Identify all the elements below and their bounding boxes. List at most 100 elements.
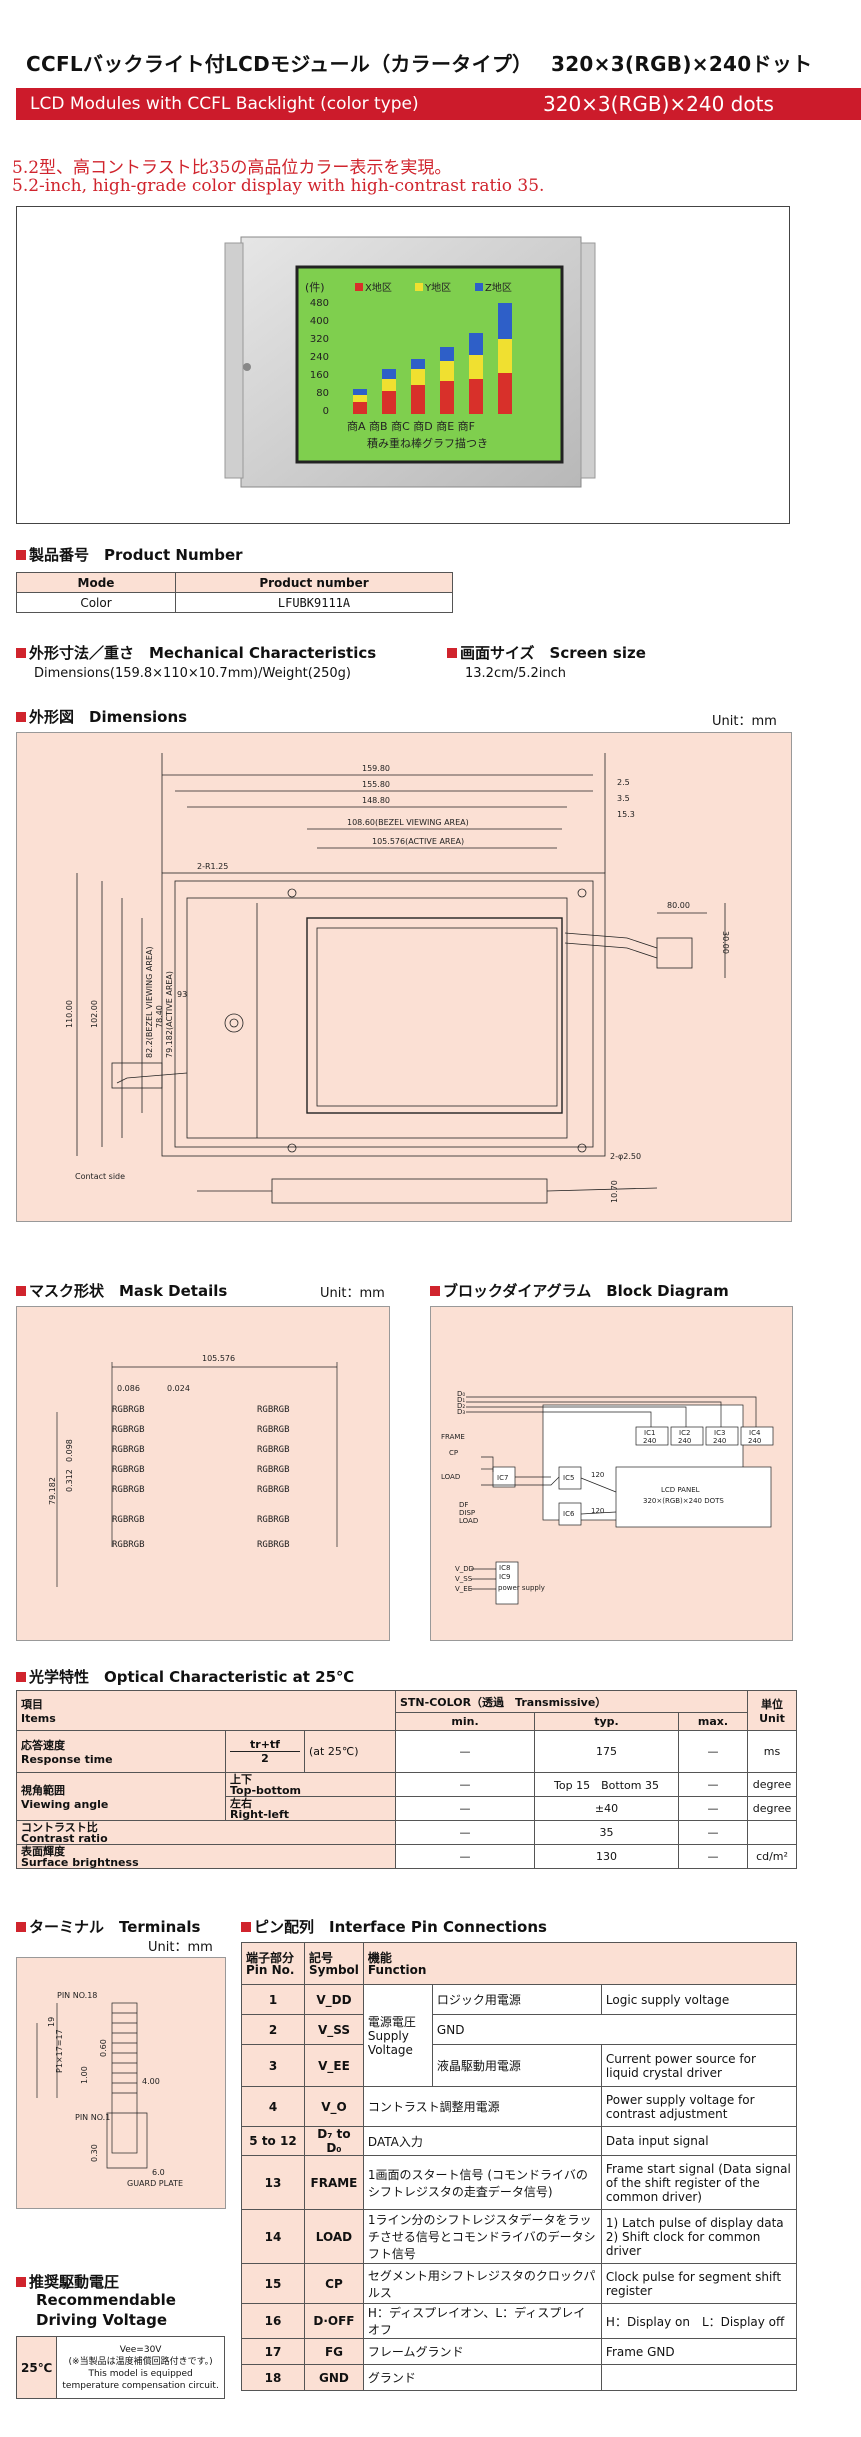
pin-no: 13 xyxy=(241,2155,305,2210)
opt-cr-min: — xyxy=(395,1820,535,1845)
term-p1: P1×17=17 xyxy=(55,2029,64,2073)
opt-resp-en: Response time xyxy=(21,1753,113,1766)
photo-caption: 積み重ね棒グラフ描つき xyxy=(367,436,488,450)
pin-sym: CP xyxy=(304,2263,364,2304)
mask-cell: RGBRGB xyxy=(257,1485,290,1495)
pin-jp: グランド xyxy=(362,2364,602,2391)
term-19: 19 xyxy=(47,2017,56,2027)
opt-max: max. xyxy=(678,1712,748,1731)
pin-supply-en1: Supply xyxy=(367,2028,409,2043)
opt-resp-max: — xyxy=(678,1730,748,1773)
mask-cell: RGBRGB xyxy=(112,1465,145,1475)
pn-col-number: Product number xyxy=(175,572,453,593)
opt-resp-min: — xyxy=(395,1730,535,1773)
opt-lr-min: — xyxy=(395,1796,535,1821)
mask-cell: RGBRGB xyxy=(257,1405,290,1415)
pin-no: 15 xyxy=(241,2263,305,2304)
mask-v1: 0.098 xyxy=(65,1439,74,1462)
pin-no: 18 xyxy=(241,2364,305,2391)
bd-load: LOAD xyxy=(441,1473,460,1481)
bd-panel: LCD PANEL xyxy=(661,1486,700,1494)
en-spec: 320×3(RGB)×240 dots xyxy=(543,92,774,116)
pn-mode: Color xyxy=(16,592,176,613)
pin-sym: LOAD xyxy=(304,2209,364,2264)
bd-ic8: IC8 xyxy=(499,1564,510,1572)
bd-240: 240 xyxy=(678,1437,691,1445)
pin-no: 2 xyxy=(241,2014,305,2045)
ytick: 480 xyxy=(310,298,329,309)
bd-vee: V_EE xyxy=(455,1585,472,1593)
block-drawing-panel: D₀ D₁ D₂ D₃ FRAME CP LOAD DF DISP LOAD I… xyxy=(430,1306,793,1641)
dim-d12: 102.00 xyxy=(90,1000,99,1028)
bd-ic1: IC1 xyxy=(644,1429,655,1437)
opt-typ: typ. xyxy=(534,1712,679,1731)
tagline-en: 5.2-inch, high-grade color display with … xyxy=(12,176,545,196)
pin-sym: FG xyxy=(304,2338,364,2365)
dim-d4: 108.60(BEZEL VIEWING AREA) xyxy=(347,818,469,827)
pin-jp: 1画面のスタート信号 (コモンドライバのシフトレジスタの走査データ信号) xyxy=(362,2155,602,2210)
pin-jp: コントラスト調整用電源 xyxy=(362,2086,602,2127)
bd-ic6: IC6 xyxy=(563,1510,575,1518)
tagline-jp: 5.2型、高コントラスト比35の高品位カラー表示を実現。 xyxy=(12,158,452,178)
mask-unit: Unit：mm xyxy=(320,1286,385,1301)
dim-d13: 82.2(BEZEL VIEWING AREA) xyxy=(145,946,154,1058)
pin-en: 1) Latch pulse of display data 2) Shift … xyxy=(600,2209,798,2264)
pn-number: LFUBK9111A xyxy=(175,592,453,613)
dim-d10: 30.00 xyxy=(721,931,730,954)
drive-temp: 25℃ xyxy=(15,2336,58,2399)
bd-vdd: V_DD xyxy=(455,1565,474,1573)
opt-tb-typ: Top 15 Bottom 35 xyxy=(534,1772,679,1797)
opt-cr-typ: 35 xyxy=(534,1820,679,1845)
drive-v: Vee=30V xyxy=(119,2344,162,2355)
pin-no: 16 xyxy=(241,2303,305,2339)
pin-sym: GND xyxy=(304,2364,364,2391)
opt-tb-en: Top-bottom xyxy=(230,1783,302,1797)
ytick: 240 xyxy=(310,352,329,363)
dimensions-heading: 外形図 Dimensions xyxy=(16,706,187,727)
pin-en: Frame start signal (Data signal of the s… xyxy=(600,2155,798,2210)
mask-w: 105.576 xyxy=(202,1354,235,1363)
opt-cr-unit xyxy=(747,1820,797,1845)
pin-en xyxy=(600,2364,798,2391)
mask-cell: RGBRGB xyxy=(112,1485,145,1495)
opt-resp-formula-bot: 2 xyxy=(261,1752,269,1765)
mechanical-heading: 外形寸法／重さ Mechanical Characteristics xyxy=(16,642,376,663)
jp-title-text: CCFLバックライト付LCDモジュール（カラータイプ） xyxy=(26,52,533,76)
dim-d8: 15.3 xyxy=(617,810,635,819)
bd-ic7: IC7 xyxy=(497,1474,508,1482)
dim-r: 2-R1.25 xyxy=(197,862,228,871)
opt-sb-min: — xyxy=(395,1844,535,1869)
bd-d3: D₃ xyxy=(457,1408,465,1416)
terminals-drawing-panel: PIN NO.18 PIN NO.1 P1×17=17 19 0.60 1.00… xyxy=(16,1957,226,2209)
block-heading: ブロックダイアグラム Block Diagram xyxy=(430,1280,729,1301)
pin-jp: 液晶駆動用電源 xyxy=(431,2044,602,2087)
bullet-icon xyxy=(16,648,26,658)
pin-jp: ロジック用電源 xyxy=(431,1984,602,2015)
mask-cell: RGBRGB xyxy=(112,1425,145,1435)
opt-item-en: Items xyxy=(21,1712,56,1725)
mask-v2: 0.312 xyxy=(65,1469,74,1492)
ytick: 160 xyxy=(310,370,329,381)
bd-power-supply: power supply xyxy=(498,1584,545,1592)
dimensions-drawing: 159.80 155.80 148.80 108.60(BEZEL VIEWIN… xyxy=(65,753,730,1204)
pin-sym: V_EE xyxy=(304,2044,364,2087)
opt-tb-unit: degree xyxy=(747,1772,797,1797)
legend-x-swatch xyxy=(355,283,363,291)
mask-cell: RGBRGB xyxy=(257,1445,290,1455)
pin-no: 1 xyxy=(241,1984,305,2015)
opt-sb-jp: 表面輝度 xyxy=(21,1844,65,1858)
drive-heading: 推奨駆動電圧 xyxy=(16,2271,119,2292)
dim-d18: 10.70 xyxy=(610,1180,619,1203)
pin-en: Current power source for liquid crystal … xyxy=(600,2044,798,2087)
dimensions-drawing-panel: 159.80 155.80 148.80 108.60(BEZEL VIEWIN… xyxy=(16,732,792,1222)
opt-resp-cond: (at 25℃) xyxy=(304,1730,396,1773)
bd-vss: V_SS xyxy=(455,1575,473,1583)
mask-heading: マスク形状 Mask Details xyxy=(16,1280,227,1301)
pin-en: Data input signal xyxy=(600,2126,798,2156)
opt-mode: STN-COLOR（透過 Transmissive） xyxy=(395,1690,748,1713)
mask-cell: RGBRGB xyxy=(112,1445,145,1455)
bd-d1: D₁ xyxy=(457,1396,465,1404)
bd-ic4: IC4 xyxy=(749,1429,761,1437)
